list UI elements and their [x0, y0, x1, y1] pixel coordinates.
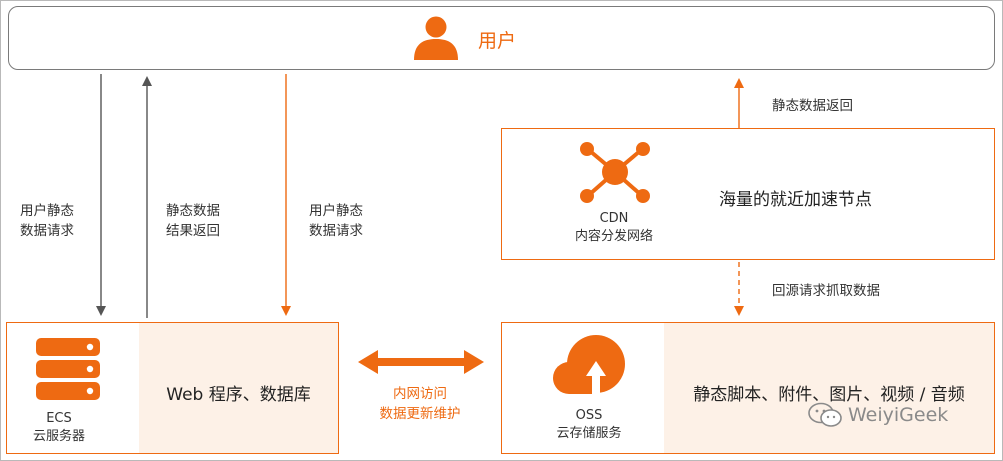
label-oss-to-cdn: 回源请求抓取数据 — [772, 283, 880, 299]
label-line: 用户静态 — [309, 203, 363, 219]
cdn-name: CDN 内容分发网络 — [566, 210, 662, 246]
label-line: 数据更新维护 — [379, 406, 461, 422]
ecs-title: Web 程序、数据库 — [166, 385, 311, 405]
oss-content-panel — [664, 323, 994, 453]
label-user-to-ecs: 用户静态 数据请求 — [20, 201, 74, 241]
ecs-content-panel — [139, 323, 338, 453]
watermark: WeiyiGeek — [808, 402, 948, 428]
server-stack-icon — [36, 338, 100, 400]
label-line: 静态数据 — [166, 203, 220, 219]
label-line: 数据请求 — [309, 223, 363, 239]
cdn-name-full: 内容分发网络 — [574, 229, 653, 244]
cdn-title: 海量的就近加速节点 — [719, 190, 872, 210]
label-user-to-ecs-orange: 用户静态 数据请求 — [309, 201, 363, 241]
cdn-name-abbr: CDN — [599, 211, 629, 226]
watermark-text: WeiyiGeek — [848, 404, 949, 426]
wechat-icon — [808, 402, 842, 427]
label-line: 数据请求 — [20, 223, 74, 239]
label-line: 结果返回 — [166, 223, 220, 239]
user-box — [8, 6, 995, 70]
label-line: 用户静态 — [20, 203, 74, 219]
network-hub-icon — [580, 142, 650, 203]
ecs-name: ECS 云服务器 — [24, 410, 94, 446]
user-icon — [414, 16, 458, 60]
user-label: 用户 — [478, 30, 517, 52]
ecs-name-full: 云服务器 — [32, 429, 85, 444]
label-ecs-oss: 内网访问 数据更新维护 — [368, 384, 472, 424]
oss-title: 静态脚本、附件、图片、视频 / 音频 — [693, 385, 965, 405]
double-arrow-ecs-oss — [358, 350, 484, 374]
label-line: 内网访问 — [393, 386, 447, 402]
label-ecs-to-user: 静态数据 结果返回 — [166, 201, 220, 241]
cloud-upload-icon — [553, 335, 625, 394]
oss-name: OSS 云存储服务 — [548, 407, 630, 443]
label-cdn-to-user: 静态数据返回 — [772, 98, 853, 114]
ecs-name-abbr: ECS — [46, 411, 72, 426]
oss-name-full: 云存储服务 — [556, 426, 622, 441]
oss-name-abbr: OSS — [575, 408, 603, 423]
